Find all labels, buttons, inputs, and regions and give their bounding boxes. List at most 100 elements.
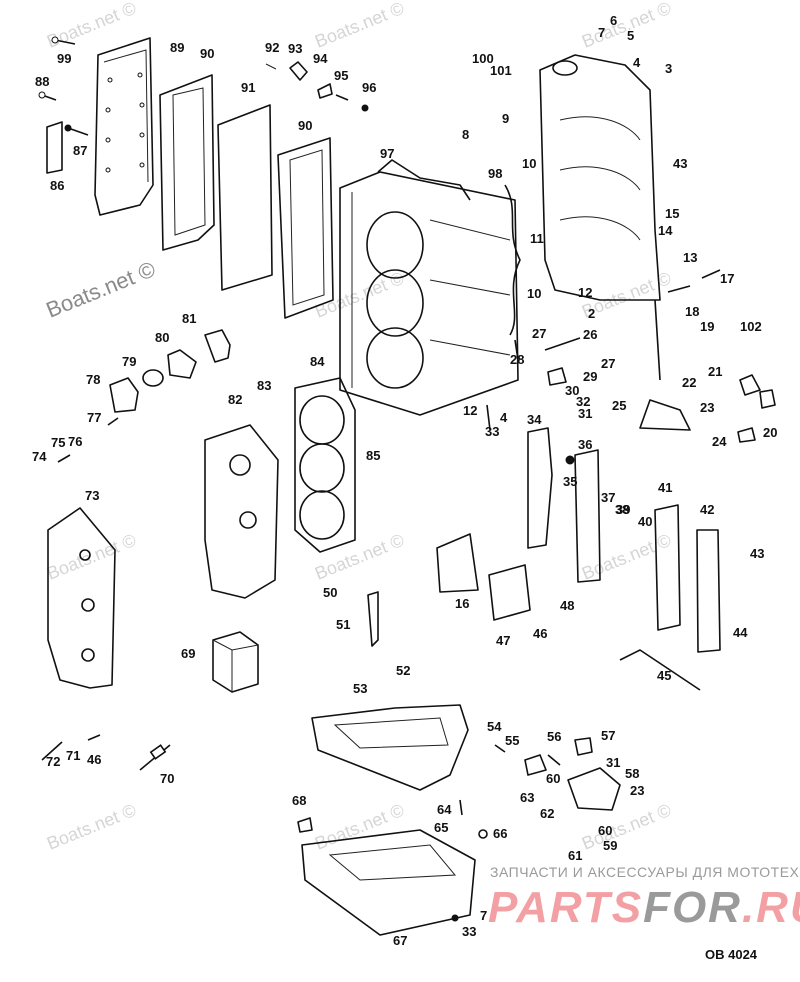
callout-23: 23	[700, 400, 714, 415]
callout-73: 73	[85, 488, 99, 503]
promo-brand: PARTSFOR.RU	[488, 883, 800, 932]
callout-38: 38	[615, 502, 629, 517]
callout-4: 4	[633, 55, 641, 70]
water-cover	[204, 424, 279, 599]
callout-79: 79	[122, 354, 136, 369]
callout-22: 22	[682, 375, 696, 390]
callout-42: 42	[700, 502, 714, 517]
callout-80: 80	[155, 330, 169, 345]
callout-99: 99	[57, 51, 71, 66]
callout-27: 27	[601, 356, 615, 371]
callout-37: 37	[601, 490, 615, 505]
callout-89: 89	[170, 40, 184, 55]
callout-45: 45	[657, 668, 671, 683]
callout-81: 81	[182, 311, 196, 326]
callout-102: 102	[740, 319, 762, 334]
callout-25: 25	[612, 398, 626, 413]
callout-31: 31	[578, 406, 592, 421]
watermark: Boats.net ©	[579, 530, 674, 584]
small-parts-top	[38, 36, 369, 174]
callout-55: 55	[505, 733, 519, 748]
callout-13: 13	[683, 250, 697, 265]
callout-43: 43	[750, 546, 764, 561]
callout-90: 90	[298, 118, 312, 133]
callout-8: 8	[462, 127, 469, 142]
callout-92: 92	[265, 40, 279, 55]
callout-41: 41	[658, 480, 672, 495]
callout-64: 64	[437, 802, 452, 817]
callout-6: 6	[610, 13, 617, 28]
callout-93: 93	[288, 41, 302, 56]
callout-56: 56	[547, 729, 561, 744]
small-parts-misc	[41, 455, 575, 922]
callout-26: 26	[583, 327, 597, 342]
callout-43: 43	[673, 156, 687, 171]
callout-76: 76	[68, 434, 82, 449]
callout-85: 85	[366, 448, 380, 463]
callout-17: 17	[720, 271, 734, 286]
promo-brand-parts: PARTS	[488, 883, 643, 932]
callout-60: 60	[598, 823, 612, 838]
watermark: Boats.net ©	[312, 268, 407, 322]
callout-87: 87	[73, 143, 87, 158]
callout-12: 12	[463, 403, 477, 418]
callout-18: 18	[685, 304, 699, 319]
callout-57: 57	[601, 728, 615, 743]
callout-32: 32	[576, 394, 590, 409]
callout-78: 78	[86, 372, 100, 387]
exhaust-gasket-inner	[277, 137, 334, 319]
callout-95: 95	[334, 68, 348, 83]
watermark: Boats.net ©	[579, 0, 674, 52]
callout-75: 75	[51, 435, 65, 450]
throttle-linkage	[494, 737, 621, 811]
head-gasket	[294, 377, 356, 553]
crankcase	[539, 54, 661, 301]
callout-58: 58	[625, 766, 639, 781]
watermark: Boats.net ©	[43, 256, 159, 322]
callout-66: 66	[493, 826, 507, 841]
callout-11: 11	[530, 231, 544, 246]
callout-34: 34	[527, 412, 542, 427]
adapter-plate	[311, 704, 469, 791]
callout-65: 65	[434, 820, 448, 835]
callout-60: 60	[546, 771, 560, 786]
callout-91: 91	[241, 80, 255, 95]
callout-33: 33	[485, 424, 499, 439]
callout-7: 7	[480, 908, 487, 923]
callout-67: 67	[393, 933, 407, 948]
callout-10: 10	[522, 156, 536, 171]
callout-68: 68	[292, 793, 306, 808]
watermark: Boats.net ©	[44, 0, 139, 52]
callout-31: 31	[606, 755, 620, 770]
cylinder-block	[339, 159, 521, 416]
callout-29: 29	[583, 369, 597, 384]
watermark: Boats.net ©	[44, 800, 139, 854]
promo-brand-ru: .RU	[742, 883, 800, 932]
callout-46: 46	[533, 626, 547, 641]
exhaust-housing-plate	[301, 829, 476, 936]
callout-20: 20	[763, 425, 777, 440]
watermark: Boats.net ©	[312, 0, 407, 52]
exhaust-gasket	[159, 74, 215, 251]
callout-35: 35	[563, 474, 577, 489]
callout-10: 10	[527, 286, 541, 301]
callout-27: 27	[532, 326, 546, 341]
callout-44: 44	[733, 625, 748, 640]
callout-40: 40	[638, 514, 652, 529]
callout-53: 53	[353, 681, 367, 696]
watermark: Boats.net ©	[312, 800, 407, 854]
callout-16: 16	[455, 596, 469, 611]
cylinder-head-cover	[47, 507, 116, 689]
callout-63: 63	[520, 790, 534, 805]
callout-28: 28	[510, 352, 524, 367]
callout-70: 70	[160, 771, 174, 786]
callout-30: 30	[565, 383, 579, 398]
callout-98: 98	[488, 166, 502, 181]
callout-15: 15	[665, 206, 679, 221]
callout-36: 36	[578, 437, 592, 452]
callout-47: 47	[496, 633, 510, 648]
callout-9: 9	[502, 111, 509, 126]
callout-83: 83	[257, 378, 271, 393]
callout-46: 46	[87, 752, 101, 767]
